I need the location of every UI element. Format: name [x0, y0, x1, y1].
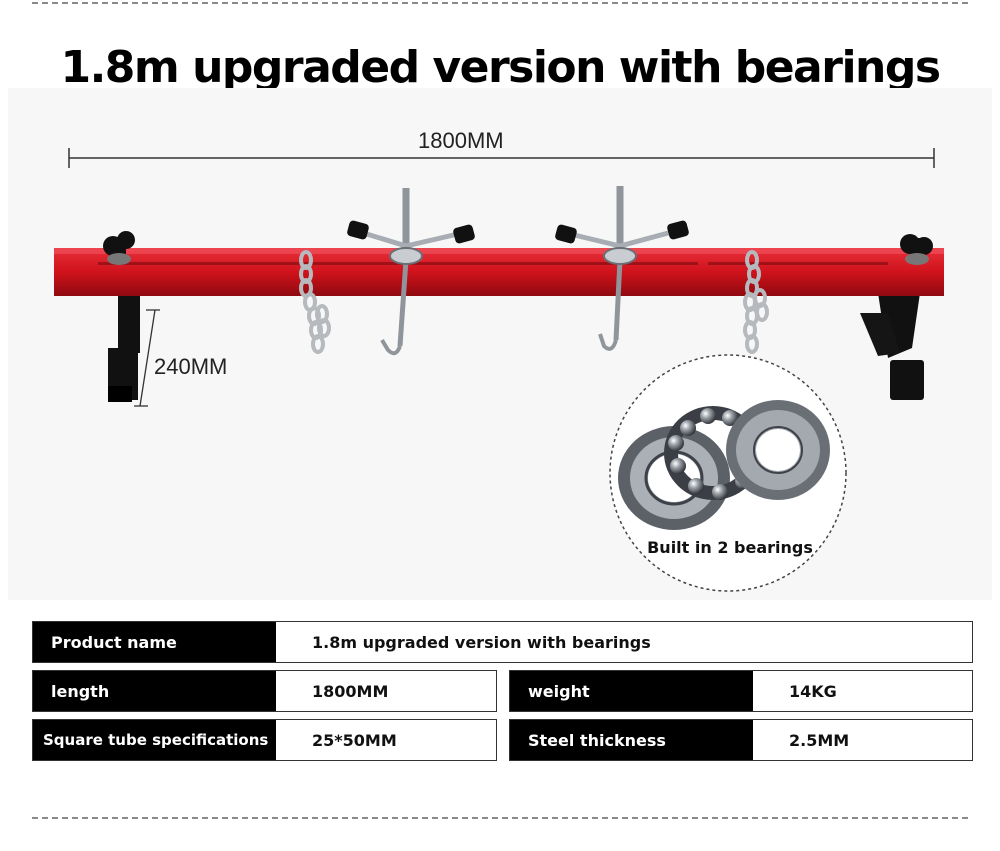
bottom-divider [32, 817, 968, 819]
spec-key-product-name: Product name [33, 622, 276, 662]
spec-row-weight: weight 14KG [509, 670, 973, 712]
length-dimension-line [68, 148, 935, 168]
page-title: 1.8m upgraded version with bearings [60, 42, 941, 93]
spec-value-steel-thickness: 2.5MM [789, 730, 850, 750]
height-dimension-line [134, 309, 160, 407]
left-leg [108, 293, 140, 402]
product-image: 1800MM 240MM [8, 88, 992, 600]
bearing-callout-label: Built in 2 bearings [647, 538, 813, 557]
spec-row-square-tube: Square tube specifications 25*50MM [32, 719, 497, 761]
right-hook-assembly [555, 186, 689, 351]
spec-value-length: 1800MM [312, 681, 389, 701]
spec-value-weight: 14KG [789, 681, 837, 701]
bearing-callout [609, 354, 847, 592]
left-knob-icon [103, 231, 135, 265]
spec-row-steel-thickness: Steel thickness 2.5MM [509, 719, 973, 761]
spec-key-square-tube: Square tube specifications [33, 720, 276, 760]
engine-support-bar-illustration [54, 148, 944, 592]
height-label: 240MM [154, 354, 228, 379]
top-divider [32, 2, 968, 4]
red-crossbar [54, 248, 944, 296]
length-label: 1800MM [418, 128, 504, 153]
left-hook-assembly [347, 188, 475, 356]
spec-key-length: length [33, 671, 276, 711]
spec-key-weight: weight [510, 671, 753, 711]
right-leg [860, 293, 924, 400]
bearing-race-icon [726, 400, 830, 500]
spec-key-steel-thickness: Steel thickness [510, 720, 753, 760]
spec-row-product-name: Product name 1.8m upgraded version with … [32, 621, 973, 663]
spec-row-length: length 1800MM [32, 670, 497, 712]
right-knob-icon [900, 234, 933, 265]
right-chain-icon [743, 250, 769, 354]
spec-value-square-tube: 25*50MM [312, 730, 397, 750]
left-chain-icon [299, 250, 331, 354]
spec-value-product-name: 1.8m upgraded version with bearings [312, 632, 651, 652]
